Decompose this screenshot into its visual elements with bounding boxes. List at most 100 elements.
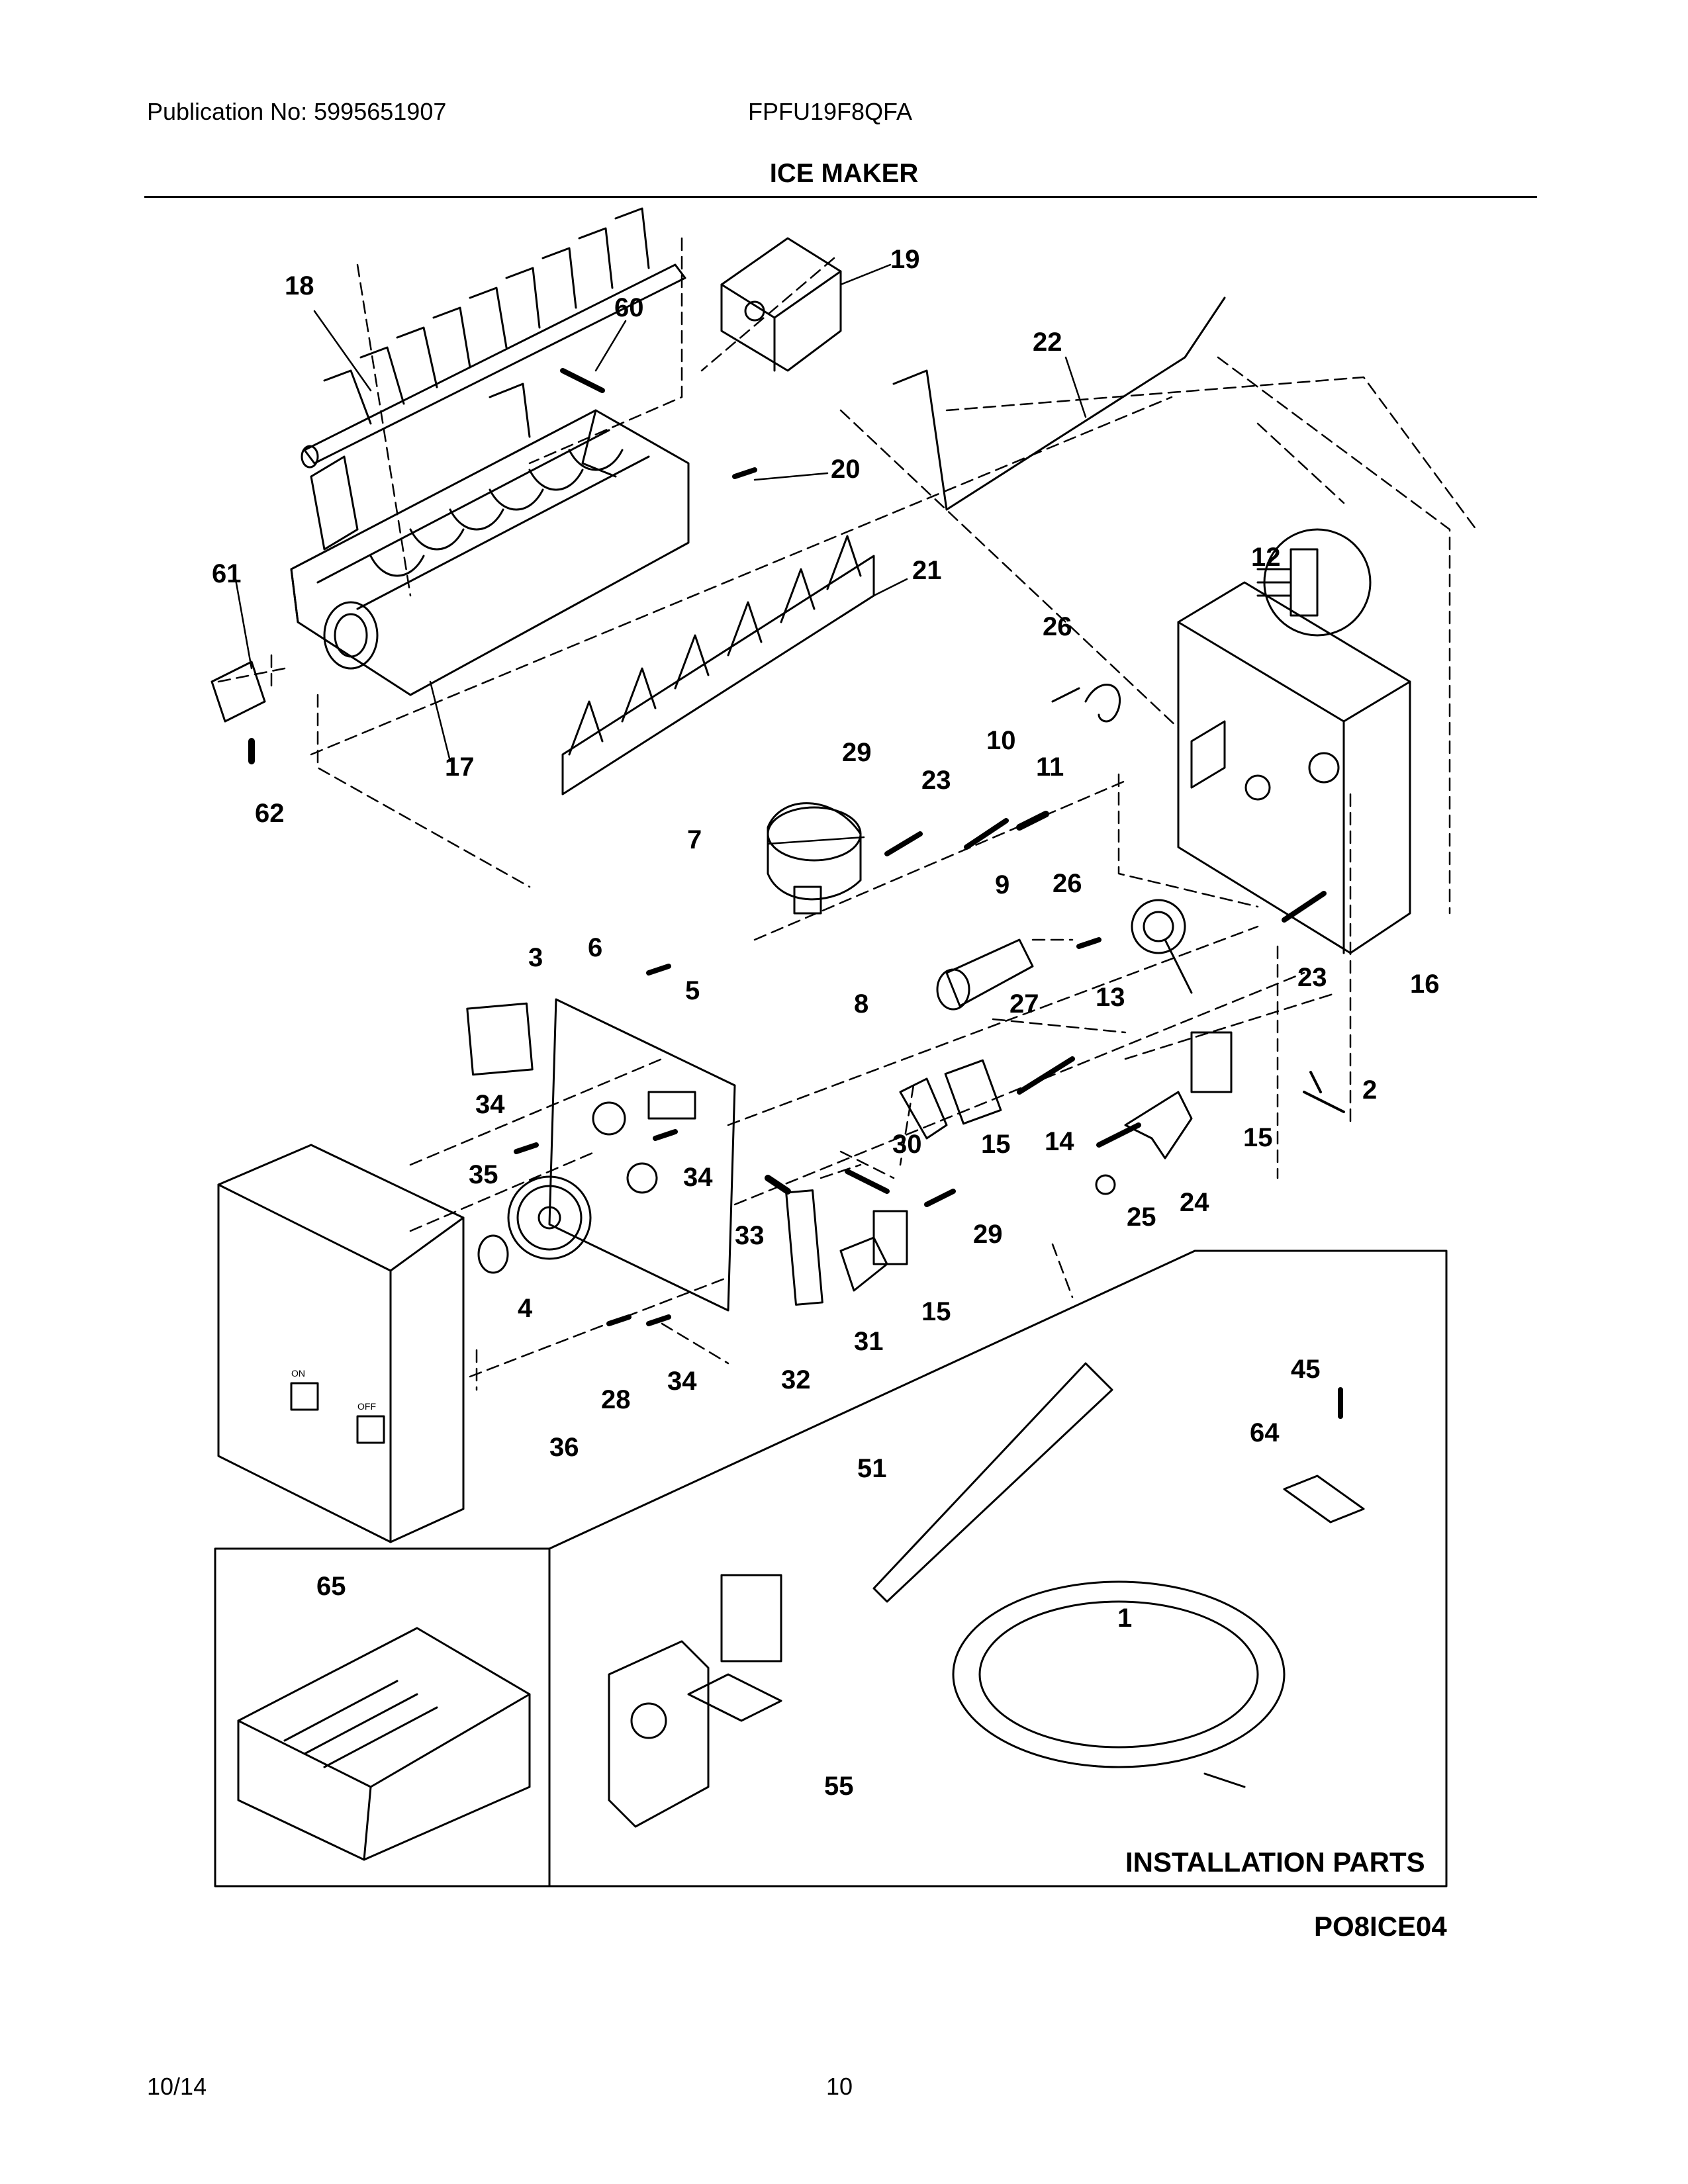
screw-part-29 bbox=[884, 831, 923, 856]
screw-part-34-c bbox=[646, 1314, 671, 1326]
screw-part-30 bbox=[845, 1169, 890, 1194]
callout-11: 11 bbox=[1036, 752, 1064, 782]
footer-date: 10/14 bbox=[147, 2073, 207, 2100]
leader-lines bbox=[234, 263, 1087, 845]
callout-18: 18 bbox=[285, 271, 314, 300]
screw-part-6 bbox=[646, 964, 671, 976]
callout-5: 5 bbox=[685, 976, 700, 1005]
callout-24: 24 bbox=[1180, 1188, 1209, 1217]
callout-25: 25 bbox=[1127, 1203, 1156, 1232]
callout-7: 7 bbox=[687, 825, 702, 854]
callout-61: 61 bbox=[212, 559, 242, 588]
switch-part-15-center bbox=[944, 1059, 1002, 1125]
publication-number: Publication No: 5995651907 bbox=[147, 98, 447, 125]
callout-22: 22 bbox=[1033, 328, 1062, 357]
assembly-dashed-lines bbox=[217, 237, 1477, 1391]
callout-15: 15 bbox=[981, 1130, 1011, 1159]
screw-part-29-lower bbox=[924, 1189, 956, 1207]
callout-34b: 34 bbox=[683, 1163, 713, 1192]
switch-part-15-right bbox=[1190, 1031, 1233, 1093]
callout-12: 12 bbox=[1251, 543, 1281, 572]
washer-part-35 bbox=[477, 1234, 509, 1274]
ejector-part-18 bbox=[301, 207, 686, 469]
callout-29: 29 bbox=[842, 738, 872, 767]
page-number: 10 bbox=[826, 2073, 853, 2100]
screw-part-26-top bbox=[1051, 687, 1080, 703]
callout-35: 35 bbox=[469, 1160, 498, 1189]
mounting-plate-part-5 bbox=[548, 998, 736, 1312]
callout-32: 32 bbox=[781, 1365, 811, 1394]
bracket-part-32 bbox=[785, 1189, 823, 1306]
screw-part-23 bbox=[964, 818, 1009, 850]
model-number: FPFU19F8QFA bbox=[748, 98, 913, 125]
callout-60: 60 bbox=[614, 293, 644, 322]
callout-1: 1 bbox=[1117, 1604, 1132, 1633]
stripper-part-21 bbox=[561, 535, 875, 796]
callout-10: 10 bbox=[986, 726, 1016, 755]
callout-16: 16 bbox=[1410, 970, 1440, 999]
callout-20: 20 bbox=[831, 455, 861, 484]
callout-64: 64 bbox=[1250, 1418, 1280, 1447]
label-part-3 bbox=[466, 1002, 534, 1076]
callout-36: 36 bbox=[549, 1433, 579, 1462]
pin-part-10 bbox=[1016, 811, 1049, 831]
callout-33: 33 bbox=[735, 1221, 765, 1250]
ice-bucket-part-65 bbox=[237, 1627, 531, 1861]
lever-part-24 bbox=[1124, 1091, 1193, 1160]
callout-9: 9 bbox=[995, 870, 1009, 899]
screw-part-34-a bbox=[514, 1142, 539, 1154]
spring-part-33 bbox=[765, 1175, 791, 1195]
callout-6: 6 bbox=[588, 933, 602, 962]
callout-2: 2 bbox=[1362, 1075, 1377, 1105]
callout-29b: 29 bbox=[973, 1220, 1003, 1249]
callout-55: 55 bbox=[824, 1772, 854, 1801]
callout-19: 19 bbox=[890, 245, 920, 274]
cover-part-19 bbox=[720, 237, 842, 372]
screw-part-27 bbox=[1017, 1056, 1075, 1095]
callout-26b: 26 bbox=[1053, 869, 1082, 898]
callout-3: 3 bbox=[528, 943, 543, 972]
feeler-arm-part-22 bbox=[892, 296, 1226, 511]
housing-part-16 bbox=[1177, 581, 1411, 954]
callout-14: 14 bbox=[1045, 1127, 1074, 1156]
callout-23: 23 bbox=[921, 766, 951, 795]
screw-part-34-b bbox=[653, 1129, 678, 1141]
thermostat-part-9 bbox=[936, 938, 1034, 1011]
fill-tube-part-51 bbox=[872, 1362, 1113, 1603]
screw-part-14 bbox=[1096, 1122, 1141, 1148]
screw-part-23-right bbox=[1282, 891, 1327, 923]
heater-part-13 bbox=[1131, 899, 1193, 994]
callout-4: 4 bbox=[518, 1294, 533, 1323]
water-line-part-1 bbox=[952, 1580, 1286, 1788]
screw-part-60 bbox=[560, 368, 605, 393]
gear-part-4 bbox=[507, 1175, 592, 1260]
callout-27: 27 bbox=[1009, 989, 1039, 1019]
ice-mold-part-17 bbox=[290, 383, 690, 696]
installation-parts-box bbox=[214, 1250, 1448, 1888]
screw-part-20 bbox=[732, 467, 757, 479]
callout-62: 62 bbox=[255, 799, 285, 828]
connector-part-12 bbox=[1256, 528, 1372, 637]
clamp-part-11 bbox=[1084, 684, 1121, 723]
motor-part-7 bbox=[767, 802, 862, 915]
callout-15c: 15 bbox=[921, 1297, 951, 1326]
callout-17: 17 bbox=[445, 752, 475, 782]
figure-code: PO8ICE04 bbox=[1314, 1911, 1447, 1942]
front-cover-part-36 bbox=[217, 1144, 465, 1543]
screw-part-25 bbox=[1095, 1174, 1116, 1195]
callout-15b: 15 bbox=[1243, 1123, 1273, 1152]
callout-51: 51 bbox=[857, 1454, 887, 1483]
callout-21: 21 bbox=[912, 556, 942, 585]
page-title: ICE MAKER bbox=[769, 159, 919, 188]
callout-65: 65 bbox=[316, 1572, 346, 1601]
callout-23b: 23 bbox=[1297, 963, 1327, 992]
callout-31: 31 bbox=[854, 1327, 884, 1356]
callout-8: 8 bbox=[854, 989, 868, 1019]
callout-labels: 18 60 19 22 20 21 61 12 26 10 11 17 62 2… bbox=[212, 245, 1447, 1942]
water-valve-part-55 bbox=[608, 1574, 782, 1828]
callout-30: 30 bbox=[892, 1130, 922, 1159]
screw-part-28 bbox=[606, 1314, 632, 1326]
callout-34c: 34 bbox=[667, 1367, 697, 1396]
switch-part-8 bbox=[899, 1077, 948, 1140]
